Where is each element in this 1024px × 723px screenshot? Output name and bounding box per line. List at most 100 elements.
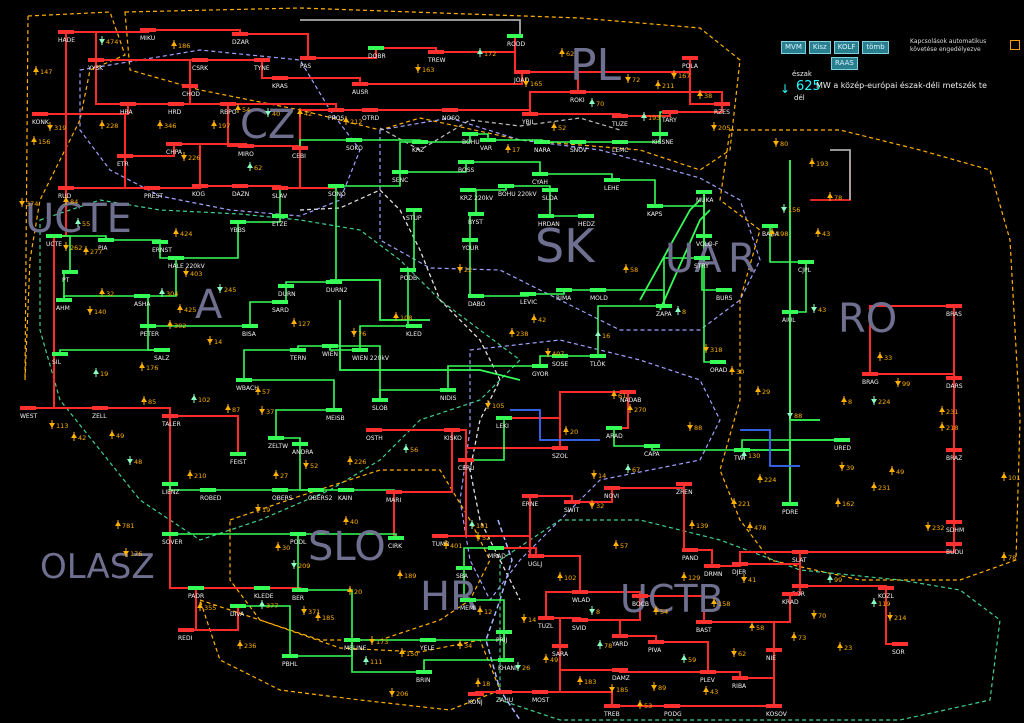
substation-drmn[interactable]: DRMN bbox=[704, 564, 722, 578]
busbar[interactable] bbox=[168, 256, 184, 260]
line-400kv[interactable] bbox=[28, 236, 55, 409]
busbar[interactable] bbox=[498, 658, 514, 662]
substation-dazn[interactable]: DAZN bbox=[232, 184, 249, 198]
substation-sil[interactable]: SIL bbox=[52, 352, 68, 366]
busbar[interactable] bbox=[152, 240, 168, 244]
busbar[interactable] bbox=[704, 564, 720, 568]
line-400kv[interactable] bbox=[739, 551, 800, 564]
substation-volo-f[interactable]: VOLO-F bbox=[696, 234, 719, 248]
substation-durn2[interactable]: DURN2 bbox=[326, 280, 348, 294]
busbar[interactable] bbox=[328, 184, 344, 188]
substation-aiul[interactable]: AIUL bbox=[782, 310, 798, 324]
substation-prij[interactable]: PRIJ bbox=[496, 630, 512, 644]
substation-ceru[interactable]: CERU bbox=[458, 458, 475, 472]
substation-pia[interactable]: PIA bbox=[98, 238, 114, 252]
line-400kv[interactable] bbox=[280, 77, 361, 84]
line-220kv[interactable] bbox=[789, 439, 842, 504]
line-400kv[interactable] bbox=[870, 373, 955, 450]
substation-pola[interactable]: POLA bbox=[682, 56, 699, 70]
substation-slob[interactable]: SLOB bbox=[372, 398, 388, 412]
busbar[interactable] bbox=[878, 586, 894, 590]
busbar[interactable] bbox=[532, 690, 548, 694]
busbar[interactable] bbox=[242, 324, 258, 328]
tomb-button[interactable]: tömb bbox=[862, 41, 889, 54]
substation-tl-k[interactable]: TLÖK bbox=[589, 354, 607, 368]
busbar[interactable] bbox=[488, 546, 504, 550]
substation-krz[interactable]: KRZ bbox=[412, 140, 428, 154]
busbar[interactable] bbox=[714, 102, 730, 106]
substation-sose[interactable]: SOSE bbox=[552, 354, 568, 368]
busbar[interactable] bbox=[372, 398, 388, 402]
busbar[interactable] bbox=[556, 288, 572, 292]
substation-bast[interactable]: BAST bbox=[696, 620, 712, 634]
line-220kv[interactable] bbox=[275, 409, 334, 438]
substation-szol[interactable]: SZOL bbox=[552, 446, 569, 460]
line-400kv[interactable] bbox=[580, 596, 641, 621]
substation-leki[interactable]: LEKI bbox=[496, 416, 512, 430]
substation-hrdan[interactable]: HRDAN bbox=[538, 214, 560, 228]
line-400kv[interactable] bbox=[522, 71, 579, 92]
busbar[interactable] bbox=[162, 414, 178, 418]
substation-most[interactable]: MOST bbox=[532, 690, 550, 704]
substation-ured[interactable]: URED bbox=[834, 438, 851, 452]
substation-roki[interactable]: ROKI bbox=[570, 90, 586, 104]
substation-memi[interactable]: MEMI bbox=[460, 598, 476, 612]
busbar[interactable] bbox=[652, 132, 668, 136]
substation-stry[interactable]: STRY bbox=[694, 256, 710, 270]
busbar[interactable] bbox=[236, 378, 252, 382]
busbar[interactable] bbox=[564, 500, 580, 504]
busbar[interactable] bbox=[716, 288, 732, 292]
busbar[interactable] bbox=[538, 616, 554, 620]
line-220kv[interactable] bbox=[469, 213, 476, 240]
substation-feist[interactable]: FEIST bbox=[230, 452, 247, 466]
busbar[interactable] bbox=[352, 348, 368, 352]
substation-kozl[interactable]: KOZL bbox=[878, 586, 894, 600]
busbar[interactable] bbox=[468, 692, 484, 696]
substation-rud[interactable]: RUD bbox=[58, 186, 74, 200]
substation-prest[interactable]: PREST bbox=[144, 186, 163, 200]
line-400kv[interactable] bbox=[670, 104, 723, 113]
busbar[interactable] bbox=[612, 668, 628, 672]
substation-ausr[interactable]: AUSR bbox=[352, 82, 368, 96]
busbar[interactable] bbox=[700, 670, 716, 674]
substation-andra[interactable]: ANDRA bbox=[292, 442, 314, 456]
busbar[interactable] bbox=[232, 184, 248, 188]
busbar[interactable] bbox=[192, 184, 208, 188]
busbar[interactable] bbox=[442, 108, 458, 112]
busbar[interactable] bbox=[572, 618, 588, 622]
busbar[interactable] bbox=[732, 676, 748, 680]
substation-slda[interactable]: SLDA bbox=[542, 188, 559, 202]
substation-levic[interactable]: LEVIC bbox=[520, 292, 537, 306]
busbar[interactable] bbox=[468, 212, 484, 216]
busbar[interactable] bbox=[432, 534, 448, 538]
substation-kog[interactable]: KOG bbox=[192, 184, 208, 198]
substation-yard[interactable]: YARD bbox=[611, 634, 628, 648]
substation-khani[interactable]: KHANI bbox=[498, 658, 517, 672]
substation-robed[interactable]: ROBED bbox=[200, 488, 222, 502]
busbar[interactable] bbox=[782, 502, 798, 506]
line-220kv[interactable] bbox=[466, 418, 505, 461]
substation-boss[interactable]: BOSS bbox=[458, 160, 475, 174]
substation-trew[interactable]: TREW bbox=[427, 50, 446, 64]
substation-taler[interactable]: TALER bbox=[161, 414, 181, 428]
line-220kv[interactable] bbox=[597, 305, 664, 356]
busbar[interactable] bbox=[140, 28, 156, 32]
substation-etr[interactable]: ETR bbox=[117, 154, 133, 168]
busbar[interactable] bbox=[612, 114, 628, 118]
substation-dzar[interactable]: DZAR bbox=[232, 32, 249, 46]
substation-bor[interactable]: BOR bbox=[792, 584, 808, 598]
busbar[interactable] bbox=[612, 634, 628, 638]
busbar[interactable] bbox=[440, 388, 456, 392]
line-400kv[interactable] bbox=[800, 585, 887, 588]
substation-your[interactable]: YOUR bbox=[461, 238, 479, 252]
line-400kv[interactable] bbox=[436, 36, 516, 53]
substation-mrad[interactable]: MRAD bbox=[488, 546, 506, 560]
substation-orad[interactable]: ORAD bbox=[710, 360, 728, 374]
substation-ber[interactable]: BER bbox=[292, 588, 308, 602]
substation-svid[interactable]: SVID bbox=[572, 618, 588, 632]
busbar[interactable] bbox=[352, 82, 368, 86]
substation-braz[interactable]: BRAZ bbox=[946, 448, 962, 462]
substation-baha[interactable]: BAHA bbox=[762, 224, 780, 238]
line-220kv[interactable] bbox=[142, 258, 177, 297]
substation-zren[interactable]: ZREN bbox=[676, 482, 693, 496]
